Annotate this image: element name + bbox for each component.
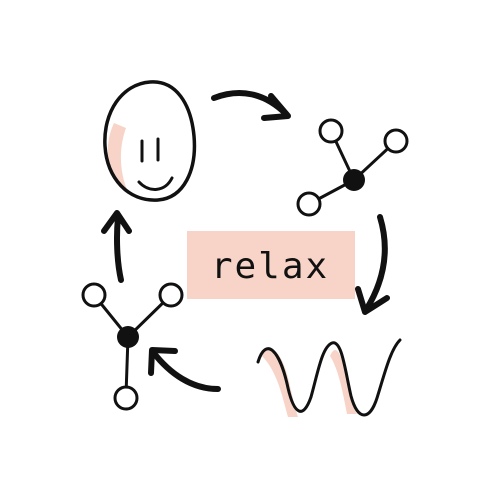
molecule-atom [81,282,107,308]
wave-line [256,338,402,417]
relax-label: relax [187,231,355,299]
molecule-atom [318,118,344,144]
molecule-atom [113,385,139,411]
molecule-center-atom [343,169,365,191]
molecule-icon [81,282,184,411]
wave-icon [256,338,402,417]
molecule-atom [296,191,322,217]
molecule-atom [383,128,409,154]
face-smile [137,176,174,191]
wave-shadow [262,348,298,417]
arrow-molecule-to-wave [355,214,390,315]
face-icon [103,80,197,202]
arrow-molecule-to-face [101,210,132,283]
molecule-icon [296,118,409,217]
face-outline [103,80,197,202]
molecule-atom [158,282,184,308]
arrow-wave-to-molecule [148,347,221,392]
relax-label-text: relax [211,246,329,287]
face-shadow [107,123,128,192]
molecule-center-atom [117,326,139,348]
relax-label-background [187,231,355,299]
arrow-face-to-molecule [211,90,291,121]
